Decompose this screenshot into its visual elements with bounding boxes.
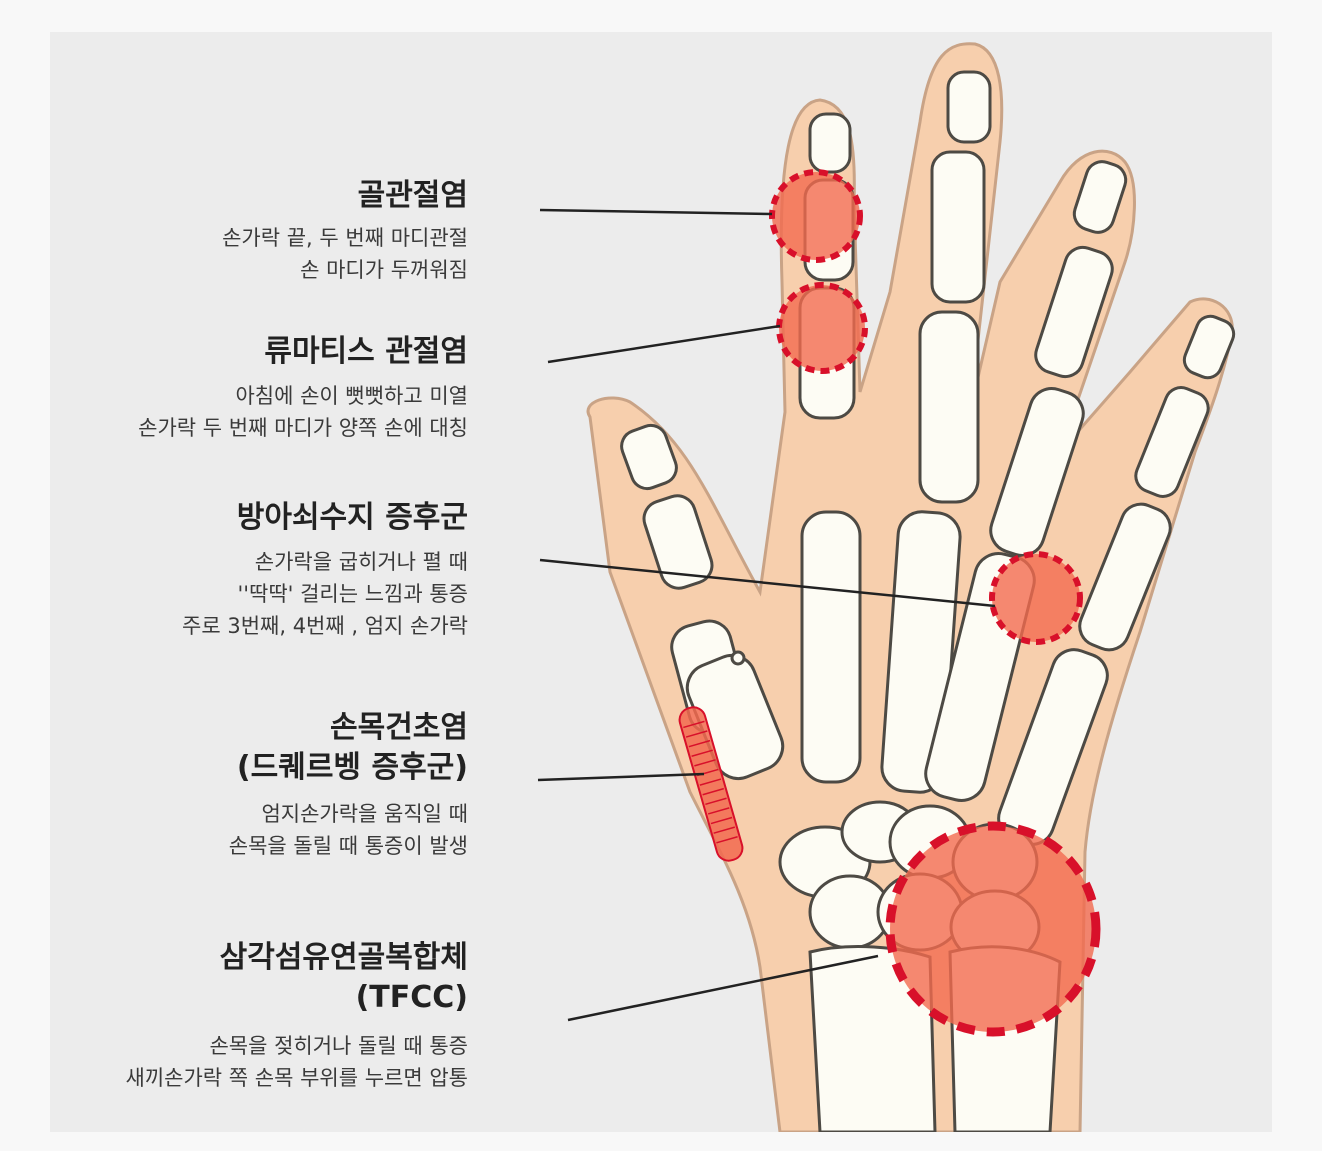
label-trigger-finger: 방아쇠수지 증후군 손가락을 굽히거나 펼 때 ''딱딱' 걸리는 느낌과 통증… xyxy=(182,498,468,642)
title-trigger-finger: 방아쇠수지 증후군 xyxy=(236,500,468,535)
leader-lines xyxy=(537,208,996,1022)
desc-rheumatoid-2: 손가락 두 번째 마디가 양쪽 손에 대칭 xyxy=(138,416,468,440)
label-de-quervain: 손목건초염 (드퀘르벵 증후군) 엄지손가락을 움직일 때 손목을 돌릴 때 통… xyxy=(229,708,468,862)
hand-illustration xyxy=(537,42,1236,1132)
marker-tfcc xyxy=(885,821,1101,1037)
marker-osteoarthritis xyxy=(769,169,863,263)
markers xyxy=(678,169,1101,1037)
desc-trigger-finger-1: 손가락을 굽히거나 펼 때 xyxy=(254,550,468,574)
label-rheumatoid: 류마티스 관절염 아침에 손이 뻣뻣하고 미열 손가락 두 번째 마디가 양쪽 … xyxy=(138,332,468,444)
marker-de-quervain xyxy=(678,706,744,862)
label-tfcc: 삼각섬유연골복합체 (TFCC) 손목을 젖히거나 돌릴 때 통증 새끼손가락 … xyxy=(126,938,469,1094)
desc-tfcc-1: 손목을 젖히거나 돌릴 때 통증 xyxy=(209,1034,468,1058)
desc-de-quervain-1: 엄지손가락을 움직일 때 xyxy=(261,802,468,826)
title-tfcc-1: 삼각섬유연골복합체 xyxy=(219,940,468,975)
desc-tfcc-2: 새끼손가락 쪽 손목 부위를 누르면 압통 xyxy=(125,1066,469,1090)
title-tfcc-2: (TFCC) xyxy=(355,980,468,1015)
desc-osteoarthritis-1: 손가락 끝, 두 번째 마디관절 xyxy=(222,226,468,250)
title-rheumatoid: 류마티스 관절염 xyxy=(264,334,468,369)
marker-trigger-finger xyxy=(989,551,1083,645)
title-de-quervain-2: (드퀘르벵 증후군) xyxy=(236,750,468,785)
diagram-panel: 골관절염 손가락 끝, 두 번째 마디관절 손 마디가 두꺼워짐 류마티스 관절… xyxy=(50,32,1272,1132)
desc-de-quervain-2: 손목을 돌릴 때 통증이 발생 xyxy=(228,834,468,858)
desc-rheumatoid-1: 아침에 손이 뻣뻣하고 미열 xyxy=(235,384,468,408)
marker-rheumatoid xyxy=(776,282,868,374)
title-de-quervain-1: 손목건초염 xyxy=(330,710,468,745)
desc-trigger-finger-2: ''딱딱' 걸리는 느낌과 통증 xyxy=(237,582,468,606)
desc-trigger-finger-3: 주로 3번째, 4번째 , 엄지 손가락 xyxy=(182,614,468,638)
label-osteoarthritis: 골관절염 손가락 끝, 두 번째 마디관절 손 마디가 두꺼워짐 xyxy=(222,176,468,286)
desc-osteoarthritis-2: 손 마디가 두꺼워짐 xyxy=(300,258,468,282)
title-osteoarthritis: 골관절염 xyxy=(357,178,468,213)
marker-de-quervain-ticks xyxy=(683,720,738,844)
